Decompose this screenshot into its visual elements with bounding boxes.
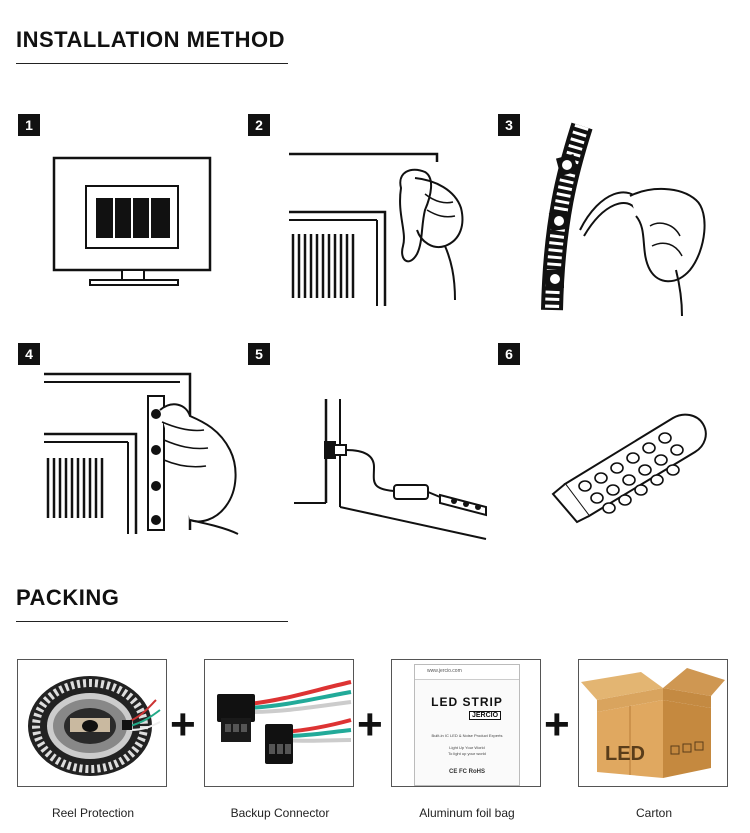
caption-reel-protection: Reel Protection: [51, 806, 135, 820]
tv-icon: [50, 150, 220, 290]
bag-line-3: To light up your world: [448, 751, 486, 756]
reel-protection-image: [17, 659, 167, 787]
installation-divider: [16, 63, 288, 64]
backup-connector-image: [204, 659, 354, 787]
caption-carton: Carton: [635, 806, 673, 820]
plus-separator-1: +: [170, 700, 196, 749]
plus-separator-2: +: [357, 700, 383, 749]
bag-title: LED STRIP: [431, 695, 503, 709]
installation-title: INSTALLATION METHOD: [16, 27, 285, 52]
step-1-badge: 1: [18, 114, 40, 136]
packing-divider: [16, 621, 288, 622]
caption-backup-connector: Backup Connector: [230, 806, 330, 820]
aluminum-foil-bag-image: www.jercio.com LED STRIP JERCIO Built-in…: [391, 659, 541, 787]
carton-image: LED: [578, 659, 728, 787]
bag-brand: JERCIO: [469, 711, 502, 720]
peel-tape-icon: [540, 120, 720, 320]
bag-line-1: Built-in IC LED & Noise Product Experts: [431, 733, 503, 738]
caption-aluminum-foil-bag: Aluminum foil bag: [419, 806, 515, 820]
step-2-badge: 2: [248, 114, 270, 136]
step-4-badge: 4: [18, 343, 40, 365]
bag-site: www.jercio.com: [427, 668, 462, 674]
foil-bag: www.jercio.com LED STRIP JERCIO Built-in…: [414, 664, 520, 786]
wipe-surface-icon: [285, 150, 485, 310]
bag-line-2: Light Up Your World: [449, 745, 485, 750]
step-3-badge: 3: [498, 114, 520, 136]
press-strip-icon: [40, 370, 250, 540]
carton-label: LED: [605, 743, 645, 765]
packing-title: PACKING: [16, 585, 120, 610]
bag-certifications: CE FC RoHS: [449, 769, 485, 775]
connect-controller-icon: [290, 395, 500, 545]
remote-control-icon: [545, 410, 715, 530]
step-5-badge: 5: [248, 343, 270, 365]
plus-separator-3: +: [544, 700, 570, 749]
step-6-badge: 6: [498, 343, 520, 365]
